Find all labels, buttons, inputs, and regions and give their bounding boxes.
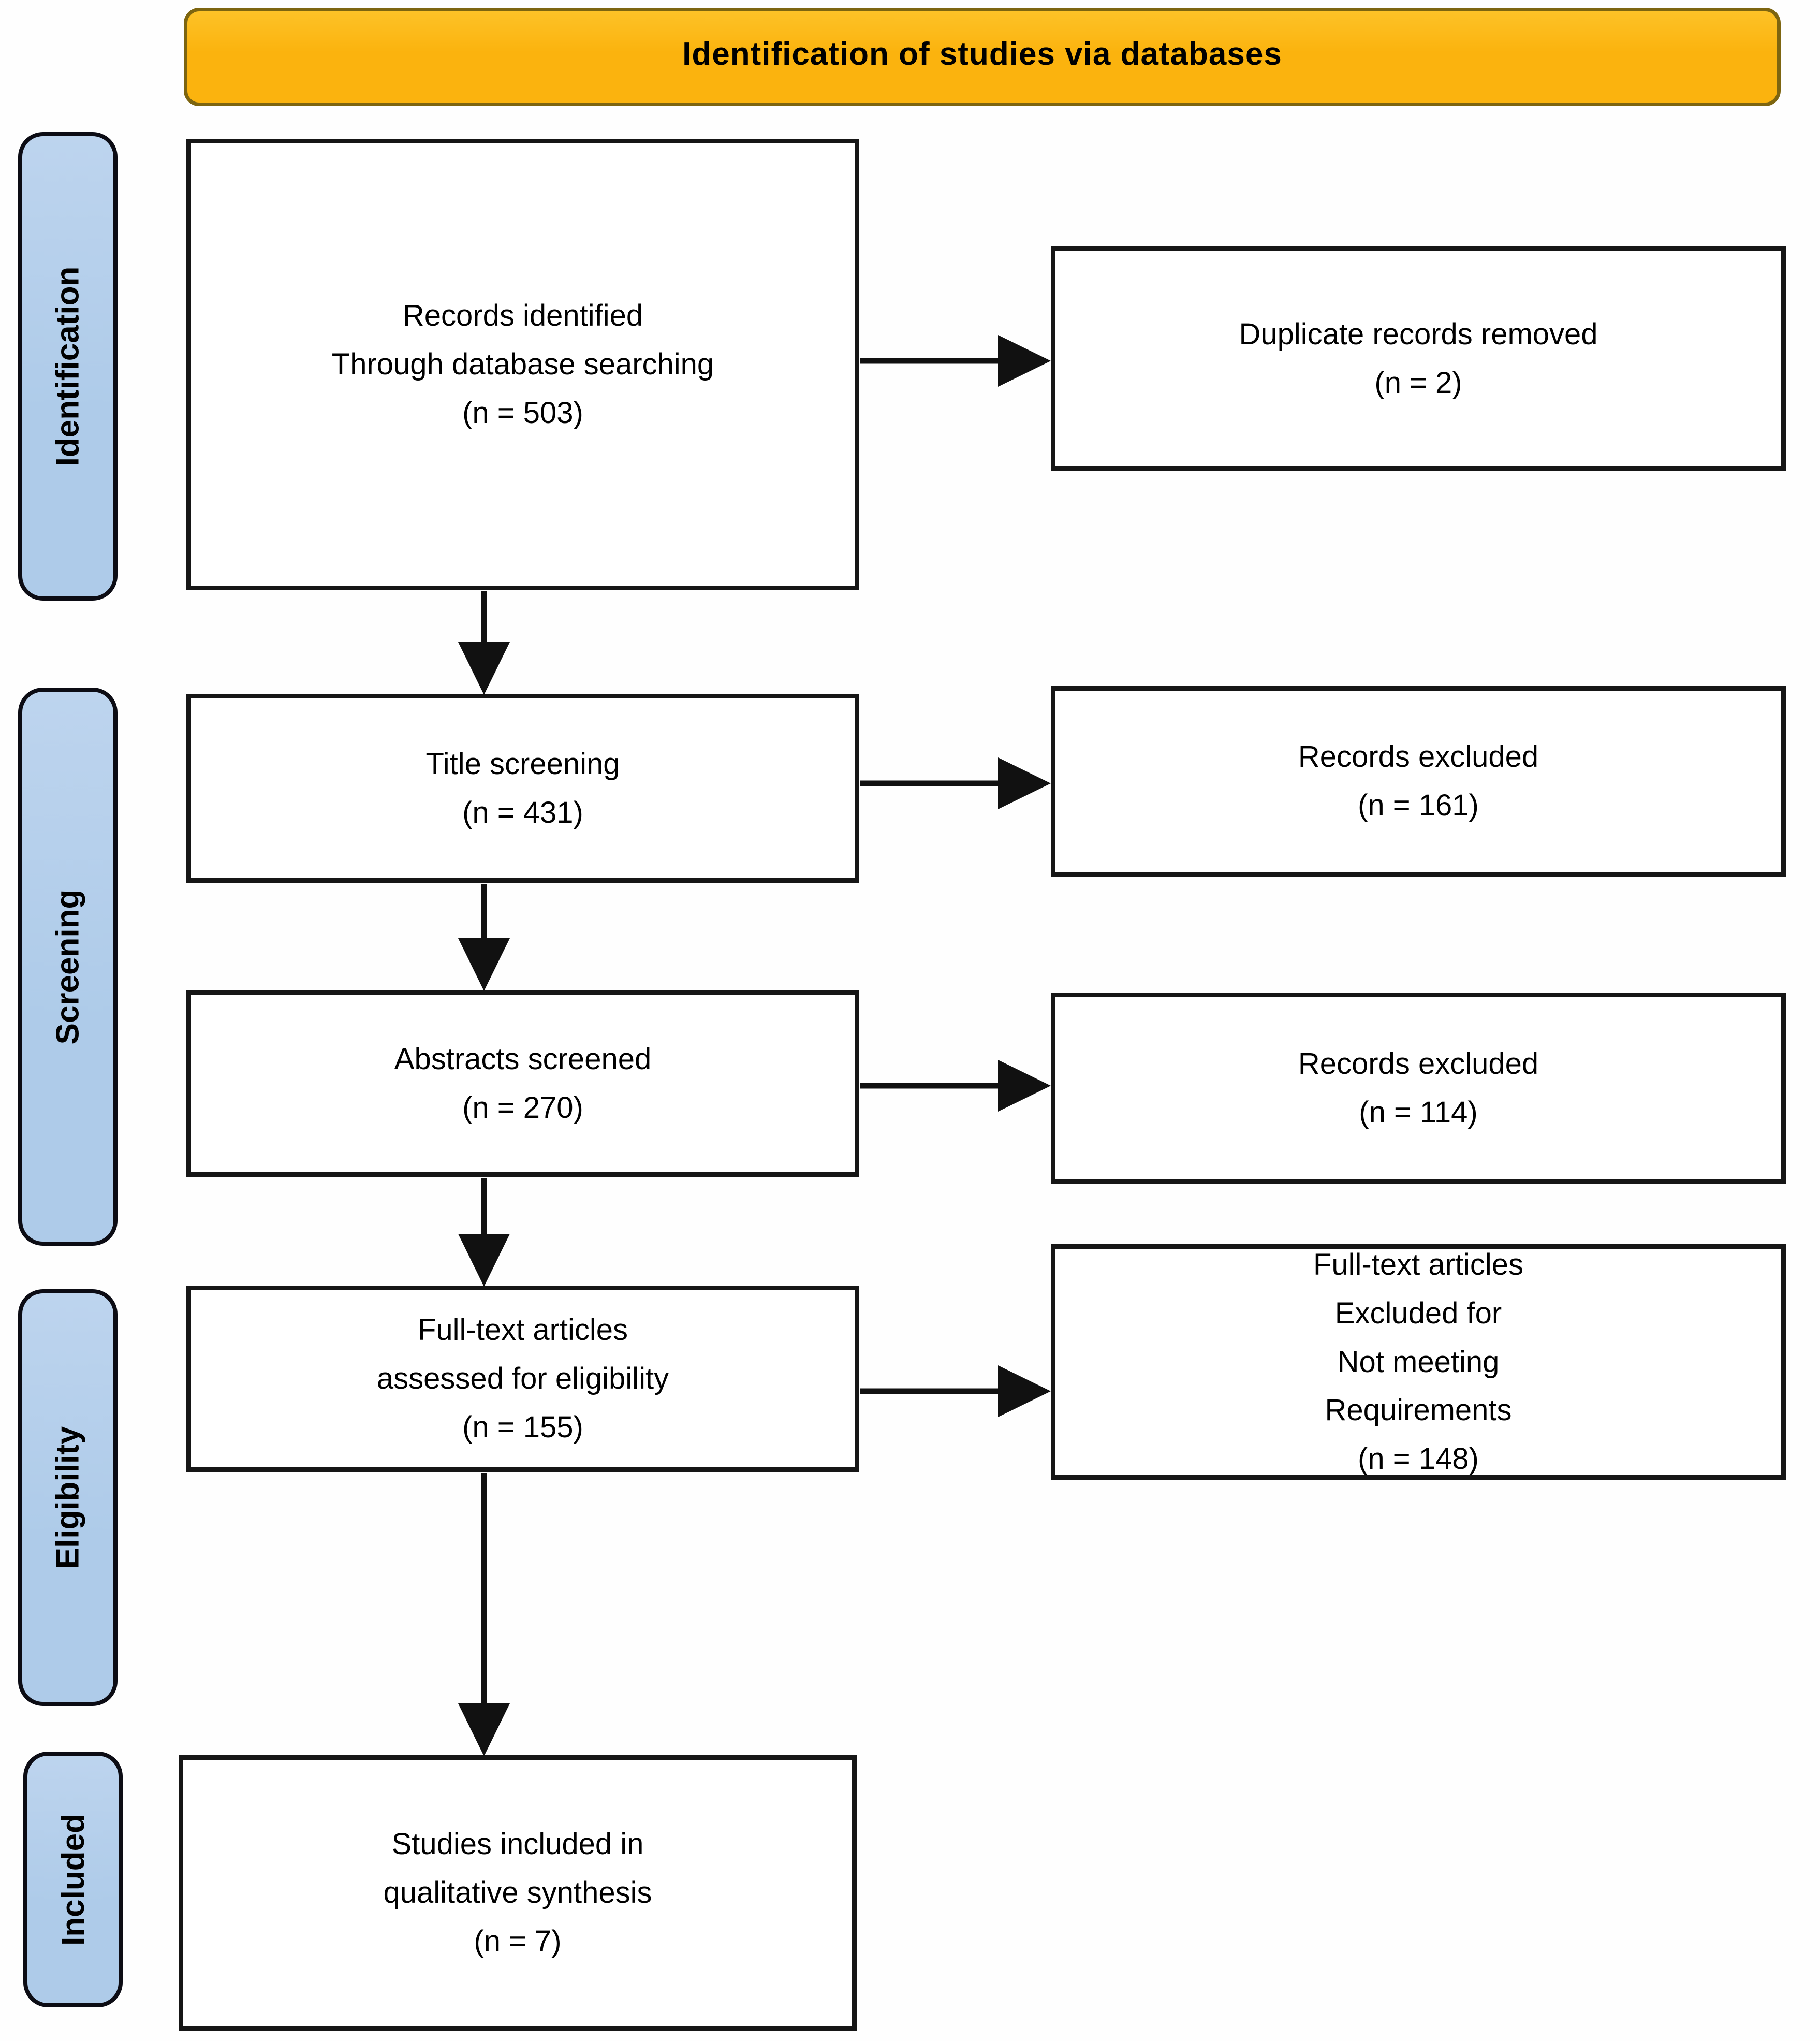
box-text-line: qualitative synthesis: [383, 1876, 652, 1910]
box-text-line: Title screening: [425, 747, 620, 781]
box-text-line: Excluded for: [1334, 1296, 1502, 1330]
box-text-line: assessed for eligibility: [376, 1362, 669, 1396]
box-fulltext-assessed: Full-text articles assessed for eligibil…: [186, 1286, 859, 1472]
box-fulltext-excluded: Full-text articles Excluded for Not meet…: [1051, 1244, 1786, 1480]
arrow-records-to-title-screening: [456, 591, 512, 695]
arrow-head-down-icon: [458, 642, 510, 695]
box-records-excluded-title: Records excluded (n = 161): [1051, 686, 1786, 877]
arrow-shaft: [481, 1178, 487, 1249]
arrow-shaft: [860, 1083, 1014, 1089]
arrow-shaft: [860, 358, 1014, 364]
arrow-head-right-icon: [998, 335, 1051, 387]
arrow-fulltext-to-excluded: [860, 1363, 1051, 1420]
arrow-abstracts-to-excluded: [860, 1057, 1051, 1114]
sidebar-stage-label: Identification: [50, 266, 86, 466]
header-title: Identification of studies via databases: [682, 36, 1282, 72]
arrow-shaft: [860, 780, 1014, 786]
box-text-line: (n = 7): [474, 1924, 562, 1958]
box-text-line: (n = 270): [462, 1090, 583, 1125]
arrow-head-right-icon: [998, 1060, 1051, 1112]
box-text-line: Through database searching: [331, 347, 714, 382]
box-text-line: Records excluded: [1298, 740, 1539, 774]
arrow-abstracts-to-fulltext: [456, 1178, 512, 1287]
box-text-line: Full-text articles: [417, 1313, 628, 1347]
arrow-title-to-excluded: [860, 755, 1051, 812]
sidebar-stage-eligibility: Eligibility: [18, 1289, 118, 1706]
arrow-shaft: [481, 1473, 487, 1719]
arrow-head-right-icon: [998, 757, 1051, 809]
box-text-line: (n = 155): [462, 1410, 583, 1444]
box-text-line: (n = 503): [462, 396, 583, 430]
sidebar-stage-label: Screening: [50, 889, 86, 1044]
sidebar-stage-screening: Screening: [18, 688, 118, 1246]
box-title-screening: Title screening (n = 431): [186, 694, 859, 883]
box-studies-included: Studies included in qualitative synthesi…: [179, 1755, 857, 2031]
box-text-line: (n = 2): [1374, 366, 1462, 400]
box-duplicates-removed: Duplicate records removed (n = 2): [1051, 246, 1786, 471]
sidebar-stage-included: Included: [23, 1752, 123, 2007]
sidebar-stage-label: Included: [55, 1813, 91, 1946]
box-text-line: Studies included in: [391, 1827, 644, 1861]
arrow-records-to-duplicates: [860, 332, 1051, 389]
arrow-shaft: [481, 591, 487, 658]
box-abstracts-screened: Abstracts screened (n = 270): [186, 990, 859, 1177]
box-text-line: Full-text articles: [1313, 1247, 1524, 1281]
box-text-line: Records excluded: [1298, 1047, 1539, 1081]
box-records-identified: Records identified Through database sear…: [186, 139, 859, 590]
box-text-line: Duplicate records removed: [1239, 317, 1598, 351]
box-text-line: (n = 161): [1358, 789, 1479, 822]
box-text-line: (n = 148): [1358, 1442, 1479, 1476]
arrow-head-right-icon: [998, 1365, 1051, 1417]
box-text-line: Records identified: [402, 299, 643, 333]
box-text-line: (n = 431): [462, 795, 583, 829]
arrow-head-down-icon: [458, 1703, 510, 1756]
arrow-fulltext-to-included: [456, 1473, 512, 1756]
arrow-head-down-icon: [458, 1234, 510, 1287]
box-text-line: Abstracts screened: [394, 1042, 652, 1076]
arrow-shaft: [860, 1388, 1014, 1394]
box-text-line: (n = 114): [1359, 1096, 1478, 1129]
arrow-title-to-abstracts: [456, 884, 512, 991]
box-records-excluded-abstract: Records excluded (n = 114): [1051, 993, 1786, 1184]
arrow-head-down-icon: [458, 938, 510, 991]
header-banner: Identification of studies via databases: [184, 8, 1781, 106]
sidebar-stage-label: Eligibility: [50, 1426, 86, 1569]
arrow-shaft: [481, 884, 487, 954]
box-text-line: Requirements: [1325, 1393, 1512, 1427]
sidebar-stage-identification: Identification: [18, 132, 118, 601]
box-text-line: Not meeting: [1337, 1345, 1500, 1379]
